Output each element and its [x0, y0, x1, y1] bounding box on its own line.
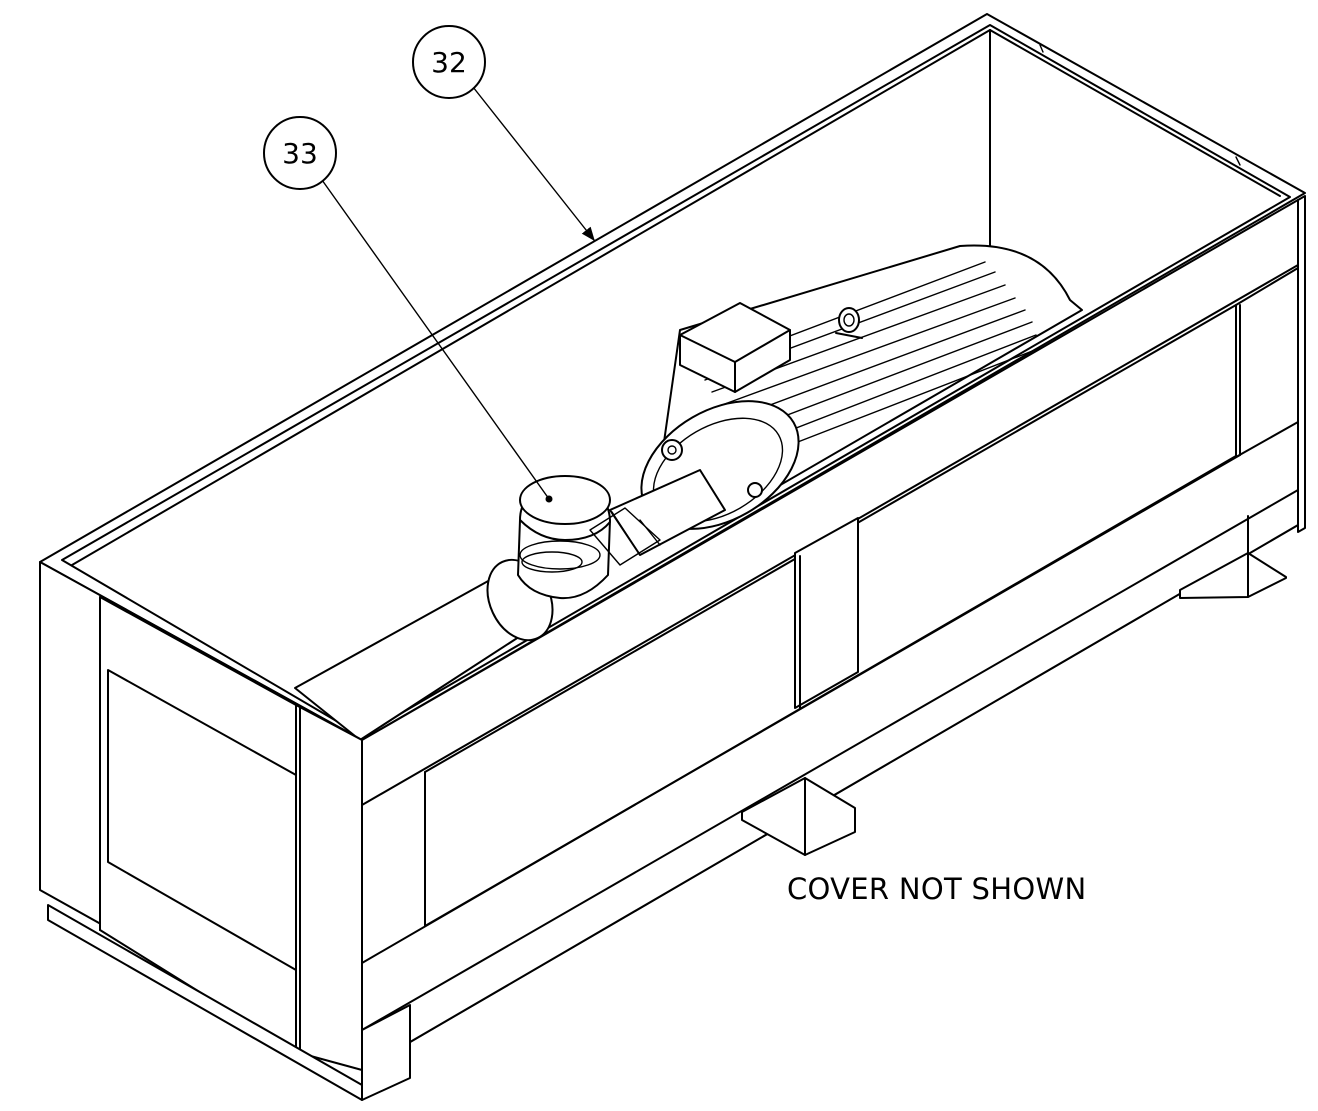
callout-33-dot	[545, 495, 553, 503]
crate-left-end	[39, 561, 363, 1071]
callout-33: 33	[263, 116, 553, 503]
callout-33-label: 33	[282, 137, 318, 170]
callout-32: 32	[412, 25, 595, 242]
motor	[609, 244, 1083, 556]
crate-front-wall	[361, 195, 1306, 1071]
pump	[294, 475, 661, 741]
callout-32-label: 32	[431, 46, 467, 79]
crate-skids	[47, 515, 1287, 1101]
note-cover-not-shown: COVER NOT SHOWN	[787, 872, 1086, 906]
